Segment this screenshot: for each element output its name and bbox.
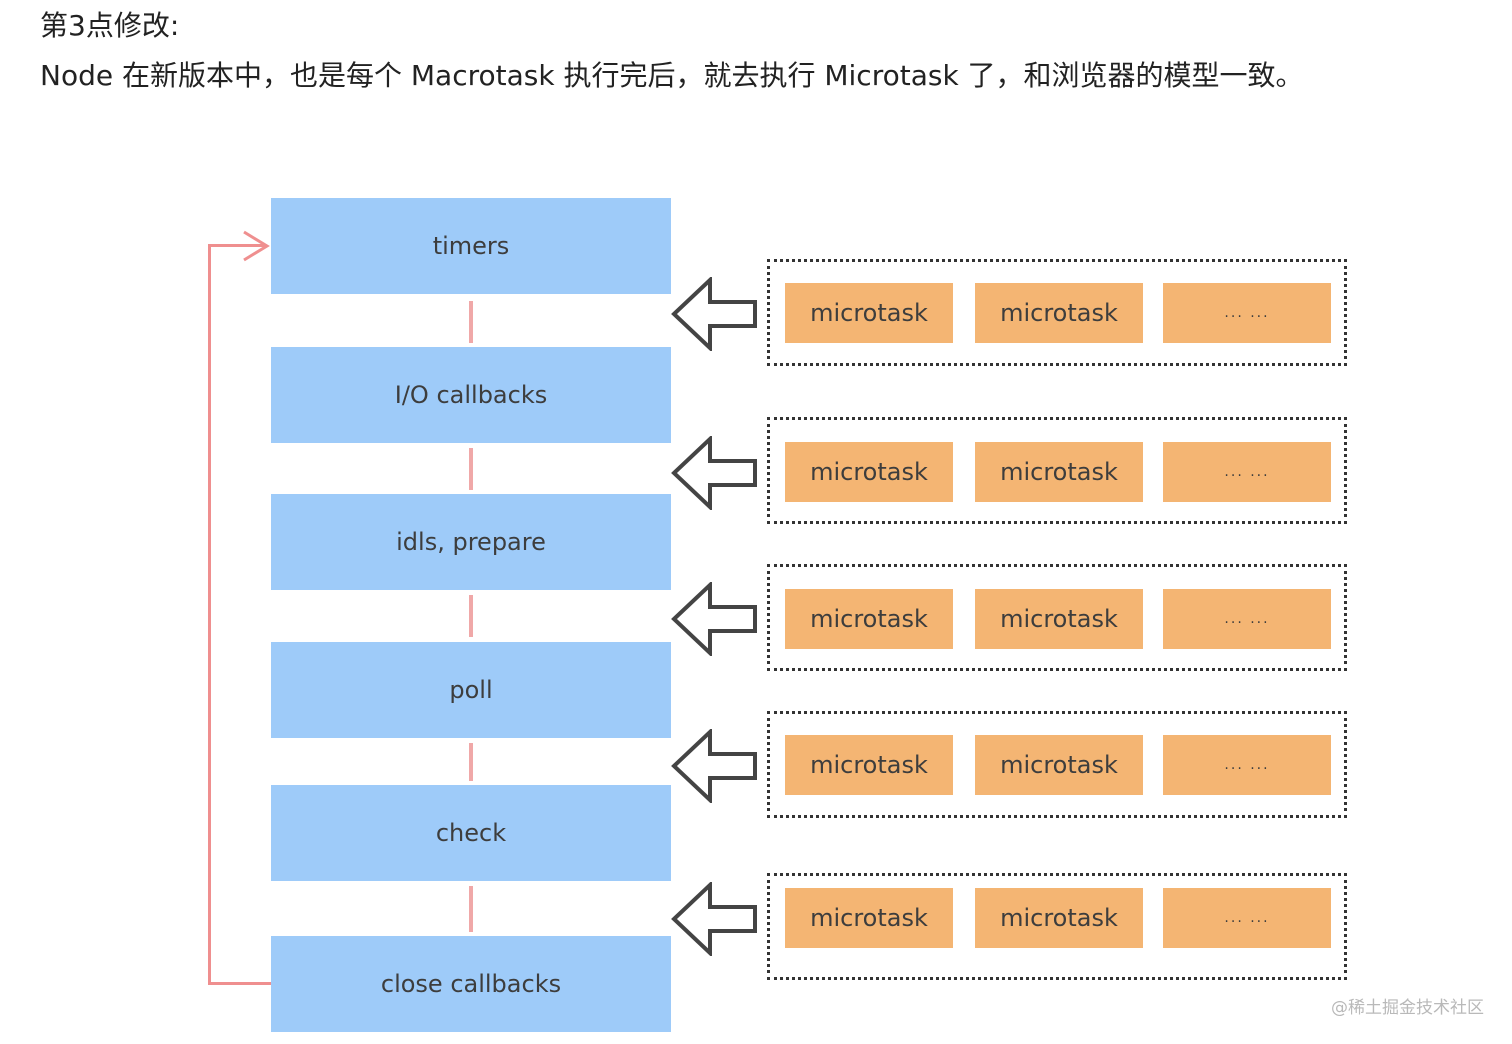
phase-connector [469, 886, 473, 932]
phase-connector [469, 595, 473, 637]
microtask-group [767, 564, 1347, 671]
microtask-box: microtask [785, 589, 953, 649]
microtask-box: microtask [785, 442, 953, 502]
loop-arrowhead-icon [243, 230, 270, 262]
hollow-left-arrow-icon [671, 882, 757, 956]
microtask-box: microtask [975, 442, 1143, 502]
phase-check: check [271, 785, 671, 881]
hollow-left-arrow-icon [671, 582, 757, 656]
loop-line-bottom [208, 982, 271, 985]
phase-close-callbacks: close callbacks [271, 936, 671, 1032]
microtask-more-box: ... ... [1163, 735, 1331, 795]
phase-label: poll [449, 676, 493, 704]
phase-label: check [435, 819, 507, 847]
microtask-box: microtask [785, 888, 953, 948]
microtask-label: microtask [810, 458, 928, 486]
microtask-group [767, 711, 1347, 818]
microtask-more-box: ... ... [1163, 283, 1331, 343]
loop-line-top [208, 244, 266, 247]
phase-label: idls, prepare [396, 528, 546, 556]
page-heading: 第3点修改: [40, 9, 180, 42]
phase-timers: timers [271, 198, 671, 294]
intro-paragraph: Node 在新版本中，也是每个 Macrotask 执行完后，就去执行 Micr… [40, 59, 1304, 92]
microtask-label: microtask [1000, 904, 1118, 932]
phase-label: I/O callbacks [394, 381, 548, 409]
microtask-label: microtask [1000, 605, 1118, 633]
microtask-more-box: ... ... [1163, 442, 1331, 502]
microtask-more-label: ... ... [1224, 611, 1270, 627]
microtask-more-label: ... ... [1224, 910, 1270, 926]
microtask-box: microtask [975, 589, 1143, 649]
phase-label: close callbacks [380, 970, 562, 998]
microtask-box: microtask [785, 283, 953, 343]
microtask-group [767, 259, 1347, 366]
microtask-label: microtask [810, 751, 928, 779]
hollow-left-arrow-icon [671, 277, 757, 351]
microtask-label: microtask [1000, 458, 1118, 486]
phase-idle-prepare: idls, prepare [271, 494, 671, 590]
hollow-left-arrow-icon [671, 729, 757, 803]
microtask-more-box: ... ... [1163, 589, 1331, 649]
microtask-label: microtask [810, 299, 928, 327]
microtask-box: microtask [975, 888, 1143, 948]
hollow-left-arrow-icon [671, 436, 757, 510]
microtask-label: microtask [1000, 751, 1118, 779]
phase-connector [469, 743, 473, 781]
microtask-more-box: ... ... [1163, 888, 1331, 948]
phase-connector [469, 448, 473, 490]
phase-poll: poll [271, 642, 671, 738]
microtask-more-label: ... ... [1224, 305, 1270, 321]
phase-label: timers [432, 232, 510, 260]
phase-io-callbacks: I/O callbacks [271, 347, 671, 443]
microtask-label: microtask [810, 904, 928, 932]
watermark: @稀土掘金技术社区 [1331, 998, 1484, 1018]
microtask-more-label: ... ... [1224, 757, 1270, 773]
microtask-more-label: ... ... [1224, 464, 1270, 480]
microtask-label: microtask [1000, 299, 1118, 327]
microtask-group [767, 873, 1347, 980]
microtask-box: microtask [785, 735, 953, 795]
phase-connector [469, 301, 473, 343]
microtask-group [767, 417, 1347, 524]
microtask-label: microtask [810, 605, 928, 633]
loop-line-vertical [208, 244, 211, 985]
microtask-box: microtask [975, 735, 1143, 795]
microtask-box: microtask [975, 283, 1143, 343]
